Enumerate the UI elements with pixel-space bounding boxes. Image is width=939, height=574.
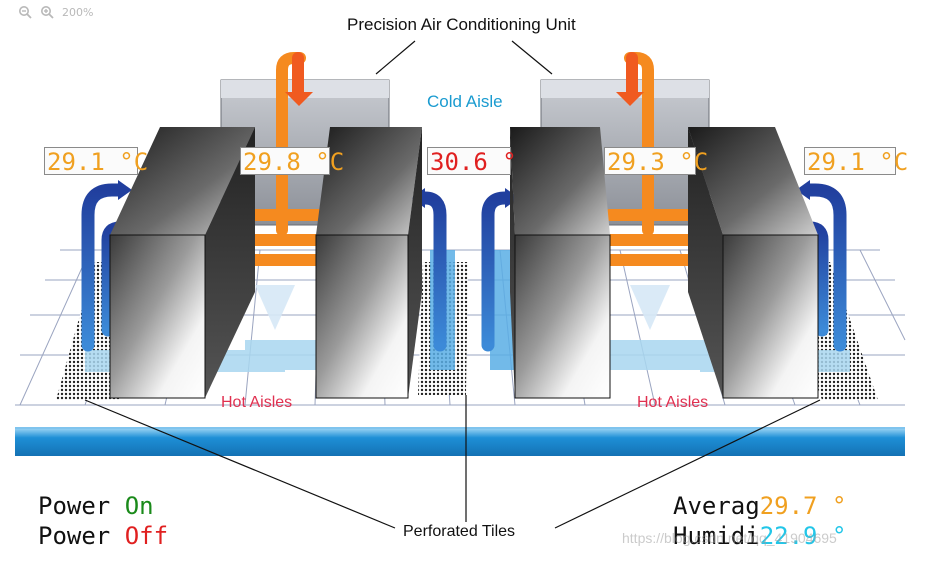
temperature-readout: 30.6 ° xyxy=(427,147,517,176)
perforated-tiles-label: Perforated Tiles xyxy=(403,523,516,540)
humidity-value: 22.9 ° xyxy=(759,522,847,550)
server-rack xyxy=(315,127,422,399)
temperature-value: 29.1 °C xyxy=(807,148,909,176)
hot-air-flow xyxy=(244,52,696,266)
hot-aisles-label-right: Hot Aisles xyxy=(637,394,709,411)
power-off-value: Off xyxy=(124,522,169,550)
humidity-label: Humidi xyxy=(673,522,760,550)
server-rack xyxy=(688,127,819,399)
power-label: Power xyxy=(38,492,125,520)
temperature-readout: 29.8 °C xyxy=(240,147,344,176)
server-rack xyxy=(109,127,255,399)
power-off-status: Power Off xyxy=(38,522,168,550)
watermark: https://blog.csdn.net/qq_41904695 xyxy=(622,530,837,546)
temperature-readout: 29.1 °C xyxy=(44,147,148,176)
server-rack xyxy=(510,127,611,399)
power-on-value: On xyxy=(124,492,154,520)
airflow-ghost-arrows xyxy=(255,285,670,330)
temperature-readout: 29.3 °C xyxy=(604,147,708,176)
hot-air-arrowheads xyxy=(285,92,644,106)
zoom-out-icon[interactable] xyxy=(18,5,32,19)
temperature-value: 29.3 °C xyxy=(607,148,709,176)
power-label: Power xyxy=(38,522,125,550)
server-racks xyxy=(109,127,819,399)
hot-aisles-label-left: Hot Aisles xyxy=(221,394,293,411)
humidity-reading: Humidi22.9 ° xyxy=(673,522,846,550)
raised-floor xyxy=(15,428,905,456)
zoom-toolbar: 200% xyxy=(18,5,93,19)
average-value: 29.7 ° xyxy=(759,492,847,520)
precision-ac-label: Precision Air Conditioning Unit xyxy=(347,15,576,34)
leader-lines xyxy=(84,40,821,529)
temperature-value: 30.6 ° xyxy=(430,148,517,176)
zoom-level: 200% xyxy=(62,5,94,19)
average-label: Averag xyxy=(673,492,760,520)
zoom-in-icon[interactable] xyxy=(40,5,54,19)
cold-aisle-label: Cold Aisle xyxy=(427,92,503,111)
temperature-value: 29.1 °C xyxy=(47,148,149,176)
power-on-status: Power On xyxy=(38,492,154,520)
temperature-value: 29.8 °C xyxy=(243,148,345,176)
average-temperature: Averag29.7 ° xyxy=(673,492,846,520)
temperature-readout: 29.1 °C xyxy=(804,147,908,176)
